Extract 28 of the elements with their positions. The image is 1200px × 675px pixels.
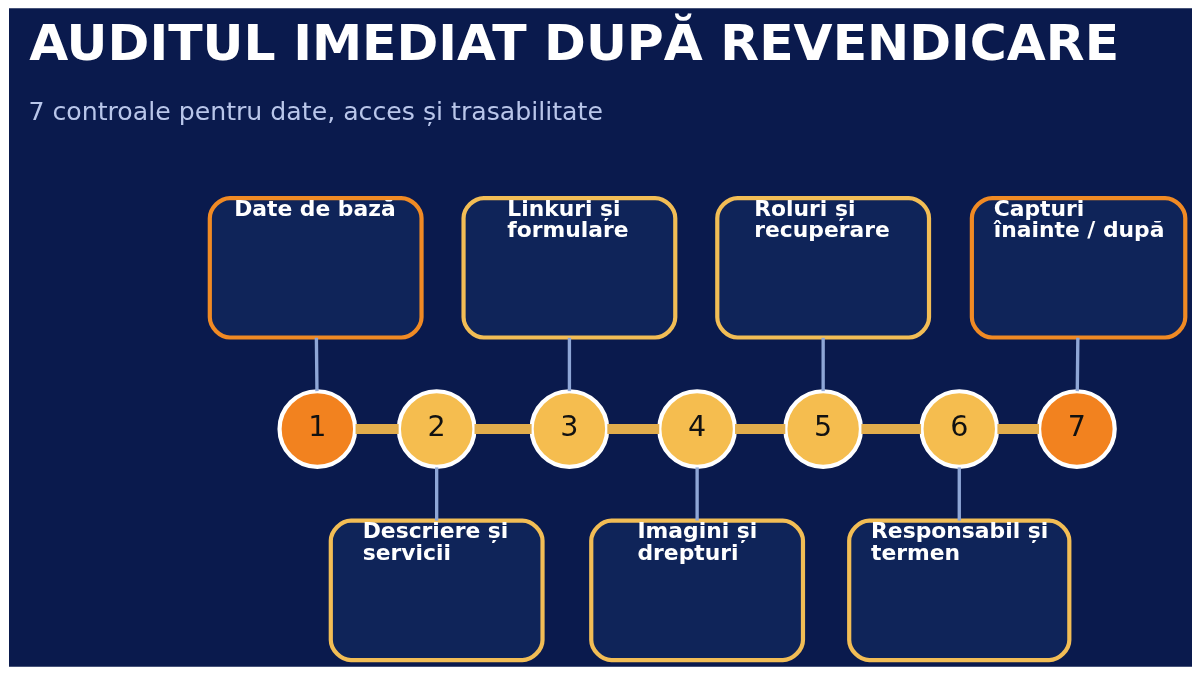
connector <box>567 337 571 392</box>
node-circle: 7 <box>1036 389 1117 469</box>
connector <box>314 337 319 392</box>
connector <box>474 424 532 435</box>
connector <box>694 467 699 521</box>
node-circle: 6 <box>918 389 999 469</box>
connector <box>1075 337 1080 392</box>
connector <box>434 467 438 521</box>
connector <box>957 467 961 521</box>
connector <box>820 337 825 392</box>
connector <box>606 424 659 435</box>
node-circle: 2 <box>396 389 477 469</box>
node-circle: 1 <box>276 389 357 469</box>
node-circle: 5 <box>782 389 863 469</box>
node-box: Capturi înainte / după <box>969 195 1187 340</box>
label: 7 controale pentru date, acces și trasabilitate <box>27 96 603 126</box>
node-box: Imagini și drepturi <box>588 518 805 663</box>
node-box: Descriere și servicii <box>328 518 545 663</box>
node-box: Roluri și recuperare <box>714 195 931 340</box>
connector <box>355 424 399 435</box>
node-box: Responsabil și termen <box>846 518 1071 663</box>
node-circle: 3 <box>529 389 609 469</box>
node-circle: 4 <box>656 389 737 469</box>
node-box: Date de bază <box>207 195 424 340</box>
connector <box>860 424 921 435</box>
connector <box>734 424 785 435</box>
node-box: Linkuri și formulare <box>460 195 677 340</box>
diagram-title: AUDITUL IMEDIAT DUPĂ REVENDICARE <box>28 13 1119 73</box>
